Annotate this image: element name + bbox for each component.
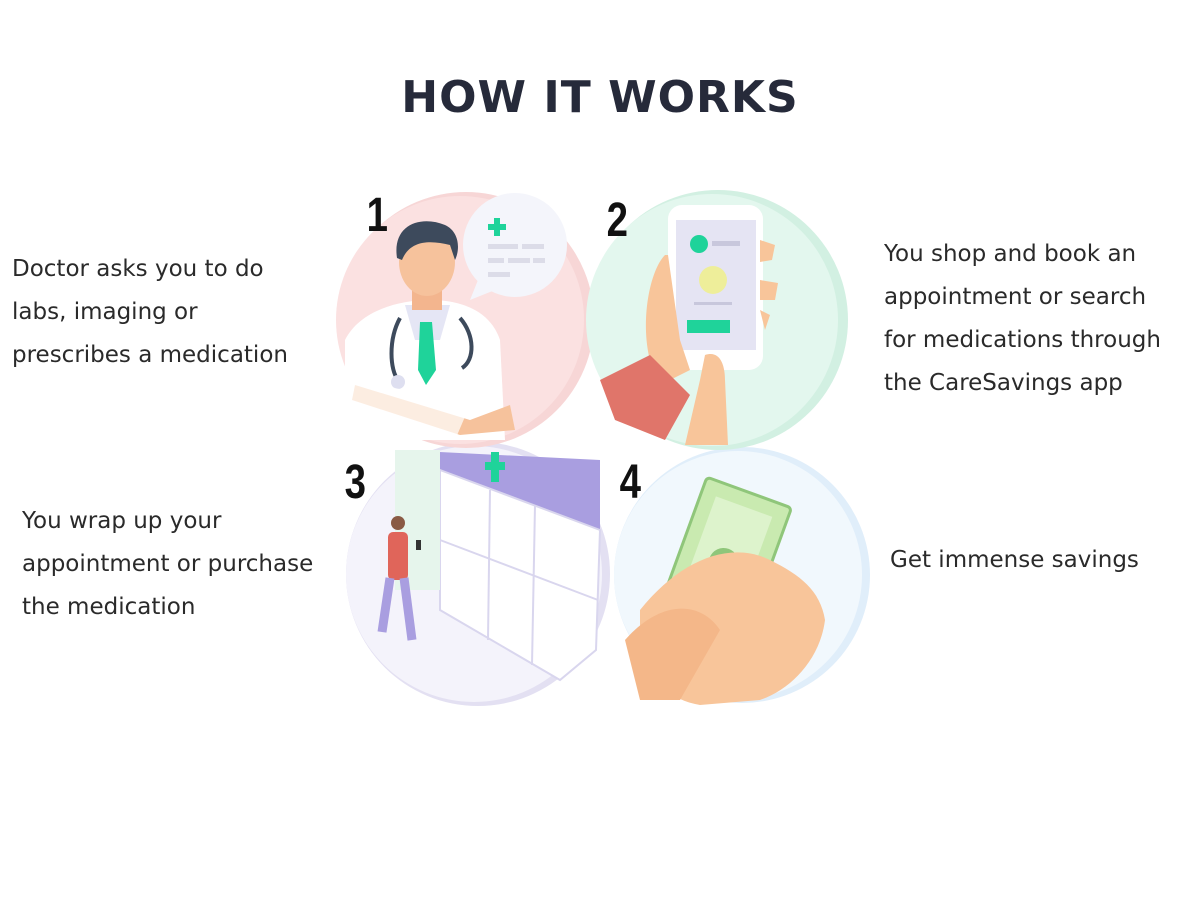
step-2-number: 2: [606, 194, 629, 247]
step-4-line: Get immense savings: [890, 547, 1139, 573]
step-3-line: You wrap up your: [22, 508, 222, 534]
step-2-line: appointment or search: [884, 284, 1147, 310]
step-4-number: 4: [619, 456, 642, 509]
step-3-illustration: [346, 442, 610, 706]
step-3-description: You wrap up your appointment or purchase…: [22, 500, 313, 629]
step-1-illustration: [336, 192, 594, 448]
step-3-number: 3: [344, 456, 367, 509]
step-1-line: prescribes a medication: [12, 342, 288, 368]
step-1-line: Doctor asks you to do: [12, 256, 264, 282]
page-title: HOW IT WORKS: [401, 72, 799, 123]
step-2-line: You shop and book an: [884, 241, 1137, 267]
step-2-description: You shop and book an appointment or sear…: [884, 233, 1161, 405]
step-1-description: Doctor asks you to do labs, imaging or p…: [12, 248, 288, 377]
step-4-illustration: [614, 447, 870, 705]
step-2-illustration: [586, 190, 848, 450]
step-1-number: 1: [366, 189, 389, 242]
step-2-line: for medications through: [884, 327, 1161, 353]
step-3-line: appointment or purchase: [22, 551, 314, 577]
step-3-line: the medication: [22, 594, 196, 620]
step-4-description: Get immense savings: [890, 539, 1139, 582]
step-1-line: labs, imaging or: [12, 299, 198, 325]
step-2-line: the CareSavings app: [884, 370, 1123, 396]
